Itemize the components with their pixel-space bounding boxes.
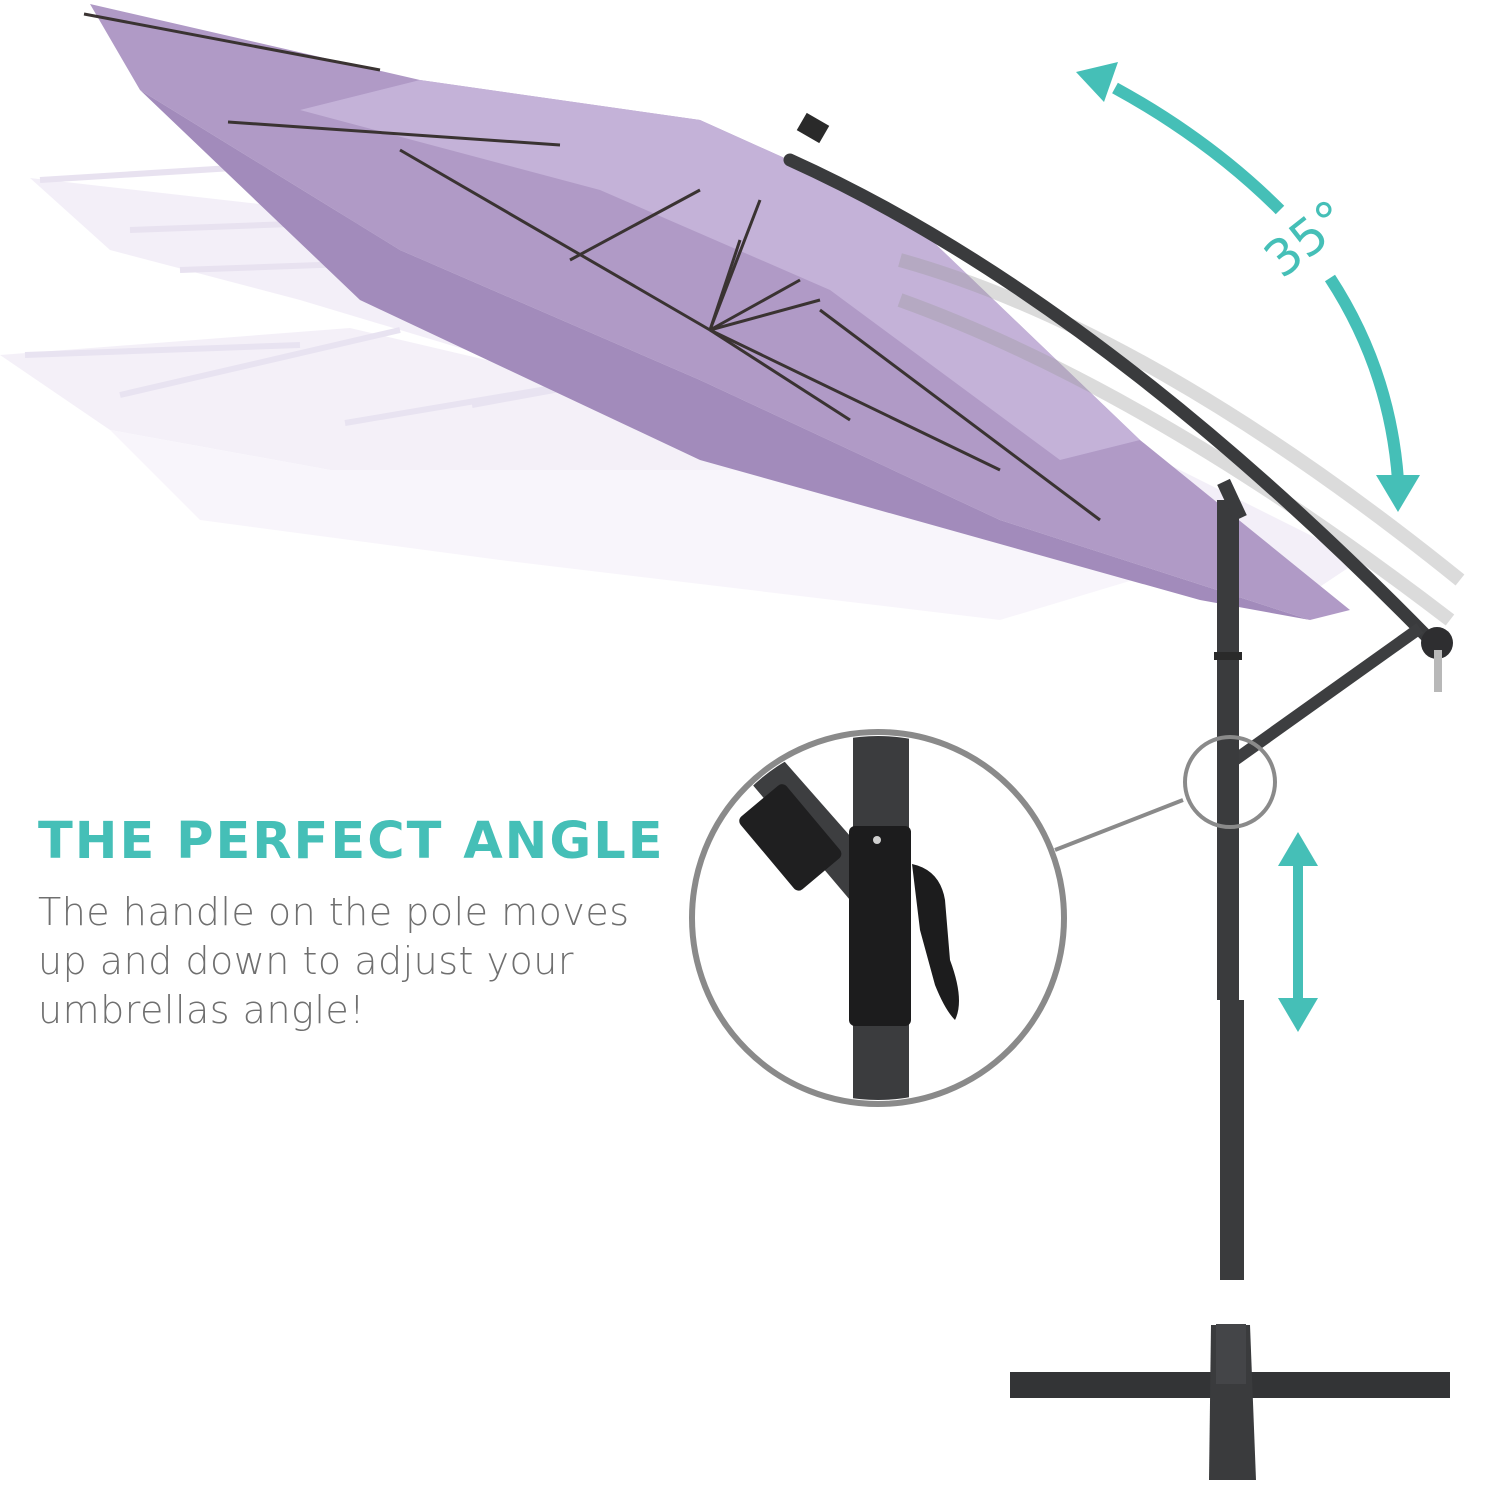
tilt-arrow-head-top bbox=[1076, 62, 1118, 102]
height-arrow-icon bbox=[1278, 832, 1318, 1032]
solar-panel bbox=[796, 112, 830, 144]
crank-hub bbox=[1421, 627, 1453, 659]
feature-description: The handle on the pole moves up and down… bbox=[38, 890, 630, 1032]
umbrella-pole bbox=[1214, 478, 1247, 1280]
crank-handle bbox=[1434, 650, 1442, 692]
umbrella-arm bbox=[783, 112, 1453, 767]
zoom-callout bbox=[689, 729, 1277, 1107]
feature-headline: THE PERFECT ANGLE bbox=[38, 812, 665, 871]
ghost-arms bbox=[897, 253, 1465, 626]
cross-base bbox=[1010, 1324, 1450, 1480]
handle-closeup bbox=[739, 736, 959, 1100]
tilt-arrow-head-bottom bbox=[1376, 475, 1420, 512]
umbrella-canopy bbox=[83, 4, 1350, 620]
tilt-arrow-icon bbox=[1112, 82, 1404, 481]
